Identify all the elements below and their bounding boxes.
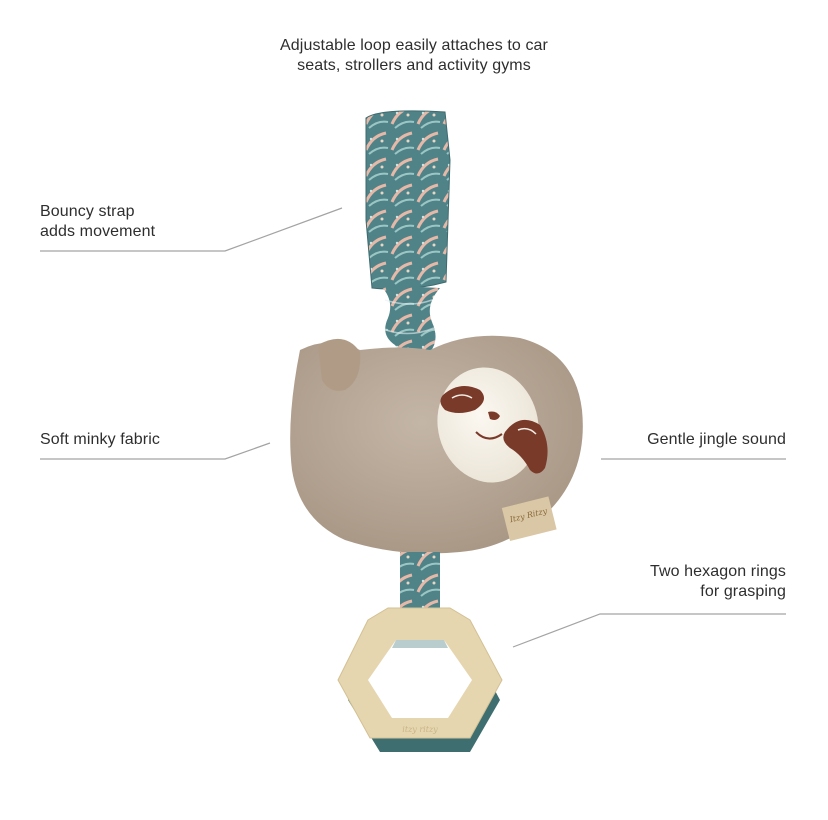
callout-hexagon-rings-line-1: Two hexagon rings — [649, 563, 786, 580]
callout-bouncy-strap-line-1: Bouncy strap — [40, 203, 135, 220]
callout-gentle-jingle-line-1: Gentle jingle sound — [647, 431, 786, 448]
lower-strap — [400, 552, 440, 610]
callout-bouncy-strap-line-2: adds movement — [40, 223, 156, 240]
top-caption: Adjustable loop easily attaches to car s… — [0, 36, 828, 76]
brand-tag: Itzy Ritzy — [501, 496, 557, 542]
callout-soft-minky: Soft minky fabric — [40, 430, 160, 450]
callout-soft-minky-line-1: Soft minky fabric — [40, 431, 160, 448]
strap-loop — [365, 110, 451, 290]
callout-gentle-jingle: Gentle jingle sound — [647, 430, 786, 450]
callout-hexagon-rings-line-2: for grasping — [700, 583, 786, 600]
callout-hexagon-rings: Two hexagon rings for grasping — [650, 562, 786, 602]
ring-text: itzy ritzy — [402, 725, 438, 734]
hexagon-rings: itzy ritzy — [337, 607, 503, 752]
leader-line-bouncy-strap — [40, 207, 343, 252]
leader-line-hexagon-rings — [512, 613, 786, 648]
callout-bouncy-strap: Bouncy strap adds movement — [40, 202, 155, 242]
leader-line-soft-minky — [40, 442, 271, 460]
sloth-plush — [290, 335, 583, 554]
bouncy-strap — [380, 285, 440, 355]
top-caption-line-2: seats, strollers and activity gyms — [297, 57, 531, 74]
top-caption-line-1: Adjustable loop easily attaches to car — [280, 37, 548, 54]
